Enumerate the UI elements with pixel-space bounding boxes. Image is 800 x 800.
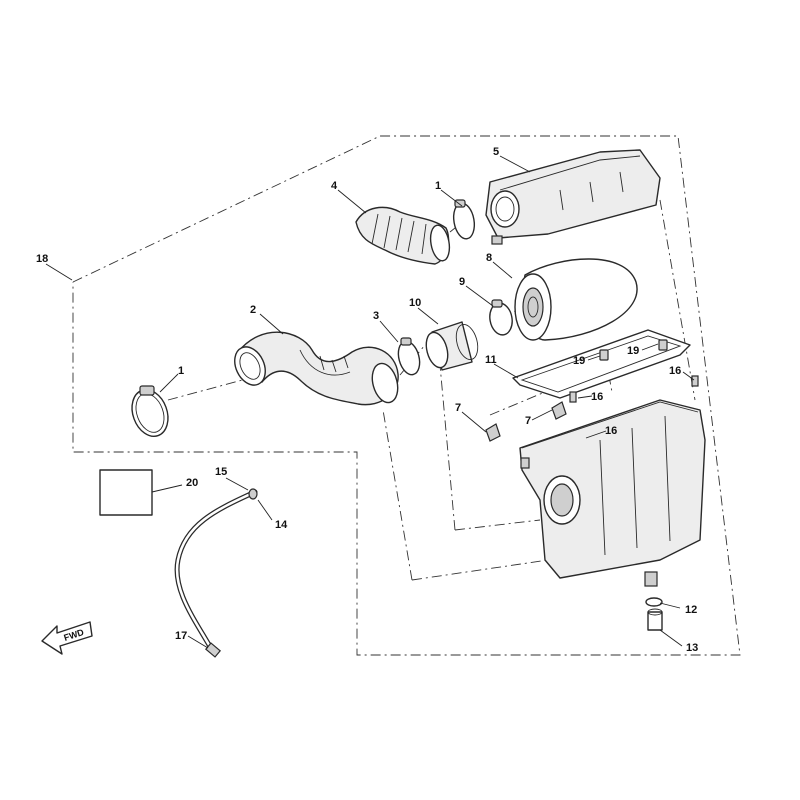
callout-1-upper: 1 — [435, 180, 441, 192]
callout-5: 5 — [493, 146, 499, 158]
callout-16-lower: 16 — [605, 425, 617, 437]
intake-duct — [234, 331, 399, 406]
callout-16-mid: 16 — [591, 391, 603, 403]
callout-leader-lines — [45, 155, 695, 649]
assembly-boundary-18 — [72, 135, 741, 656]
hose-clamp-lower — [131, 385, 169, 437]
callout-1-lower: 1 — [178, 365, 184, 377]
warning-label — [99, 469, 153, 516]
callout-20: 20 — [186, 477, 198, 489]
forward-direction-arrow: FWD — [41, 621, 93, 655]
callout-9: 9 — [459, 276, 465, 288]
callout-8: 8 — [486, 252, 492, 264]
hose-clamp-3 — [397, 337, 421, 376]
callout-19-right: 19 — [627, 345, 639, 357]
callout-11: 11 — [485, 354, 497, 366]
callout-7-left: 7 — [455, 402, 461, 414]
callout-10: 10 — [409, 297, 421, 309]
bolts-19 — [599, 339, 668, 361]
callout-14: 14 — [275, 519, 288, 531]
drain-clamp-and-plug — [645, 597, 663, 631]
callout-17: 17 — [175, 630, 187, 642]
callout-18: 18 — [36, 253, 48, 265]
air-box-cover — [485, 149, 661, 245]
callout-19-left: 19 — [573, 355, 585, 367]
intake-snorkel — [355, 206, 451, 265]
callout-numbers: 18 1 2 3 4 1 5 8 9 10 11 7 7 16 16 16 19… — [36, 146, 698, 654]
callout-2: 2 — [250, 304, 256, 316]
hose-clamp-9 — [489, 299, 513, 336]
callout-16-right: 16 — [669, 365, 681, 377]
air-filter-element — [514, 258, 638, 341]
callout-4: 4 — [331, 180, 338, 192]
air-box-housing — [519, 399, 706, 587]
callout-13: 13 — [686, 642, 698, 654]
callout-12: 12 — [685, 604, 697, 616]
callout-3: 3 — [373, 310, 379, 322]
clips-7 — [485, 401, 567, 442]
coupling-sleeve — [425, 321, 479, 371]
hose-clamp-upper — [452, 199, 476, 240]
callout-7-right: 7 — [525, 415, 531, 427]
callout-15: 15 — [215, 466, 227, 478]
breather-hose — [174, 488, 258, 658]
